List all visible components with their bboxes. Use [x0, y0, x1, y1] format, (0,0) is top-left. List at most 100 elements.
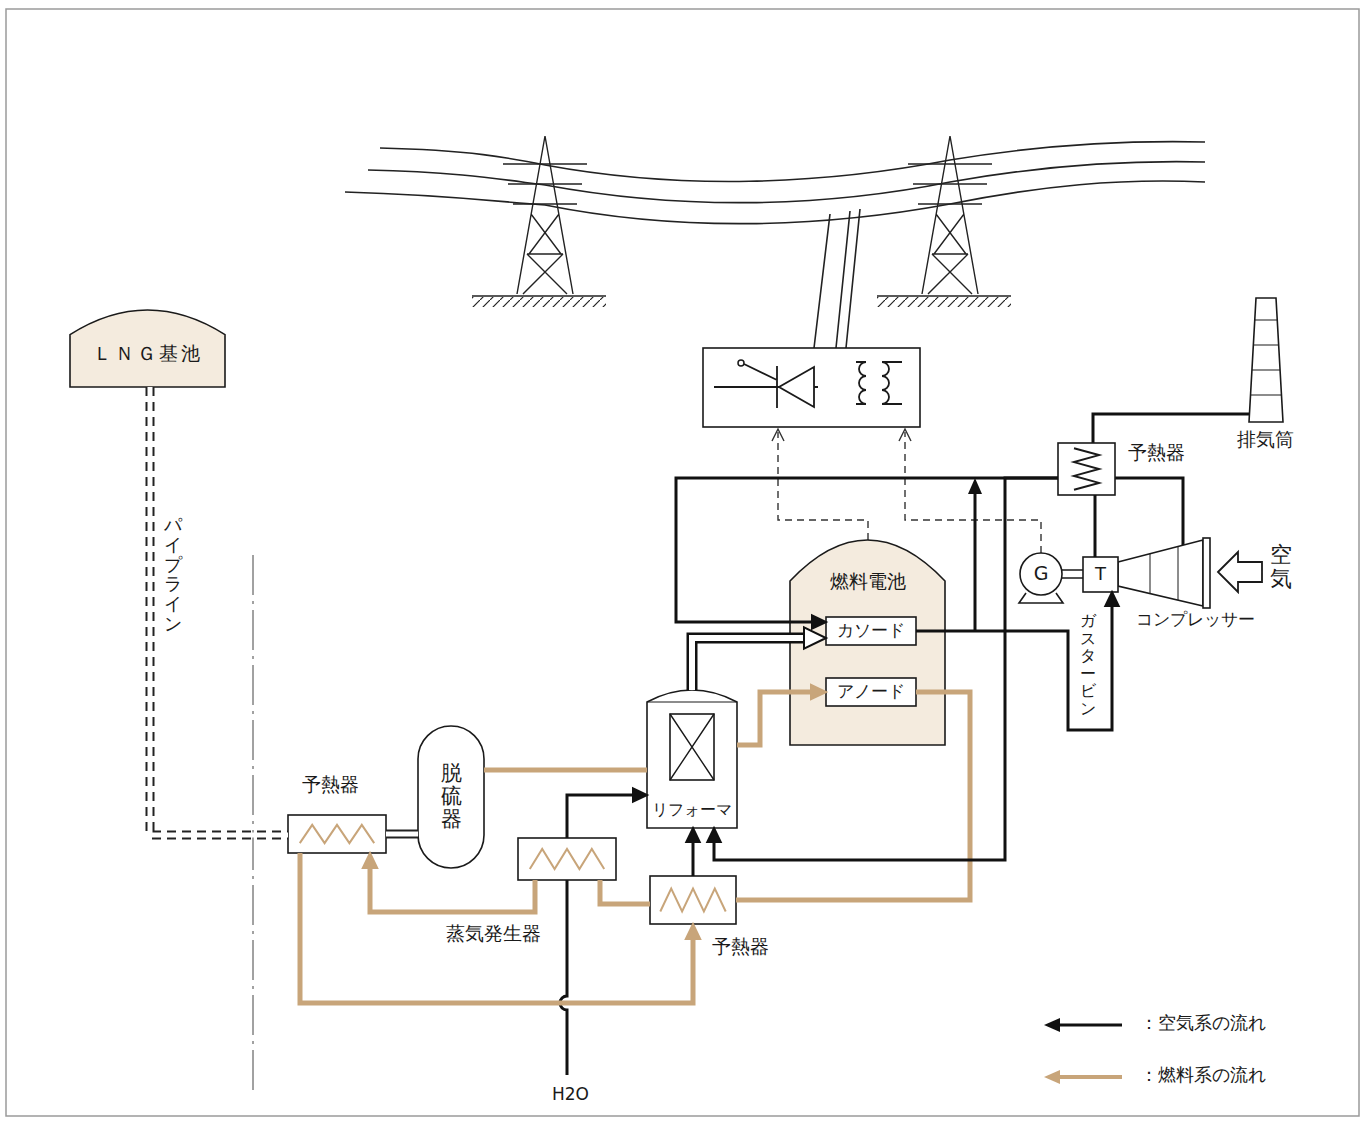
frame [6, 9, 1359, 1116]
reformer-outline [647, 690, 737, 828]
boundary-line [253, 555, 254, 1092]
flow-line [692, 839, 695, 877]
feeder-line [814, 209, 860, 348]
generator-circle-outline [1020, 553, 1062, 595]
node-label: リフォーマ [652, 800, 732, 819]
pylon [472, 136, 606, 307]
flow-connector [600, 880, 650, 904]
anode-box: アノード [826, 678, 916, 706]
cathode-box: カソード [826, 617, 916, 645]
node-label: 脱硫器 [441, 762, 462, 831]
preheater-box-outline [288, 815, 386, 853]
heat-exchanger-coil [660, 889, 725, 912]
part-label: 空気 [1270, 543, 1292, 591]
flow-connector [916, 592, 1119, 730]
pylon [877, 136, 1011, 307]
flow-line [386, 830, 418, 839]
part-label: ガスタービン [1080, 612, 1096, 718]
preheater-box: 予熱器 [650, 876, 736, 924]
flow-line [150, 387, 288, 835]
preheater-box: 予熱器 [1058, 443, 1115, 495]
flow-line [567, 795, 637, 838]
flow-line [484, 768, 647, 773]
fuel-cell: 燃料電池カソードアノード [790, 540, 945, 745]
reformer-seam [647, 701, 737, 702]
turbine-box: T [1083, 557, 1118, 592]
preheater-box-outline [650, 876, 736, 924]
node-label: 予熱器 [712, 935, 769, 958]
preheater-box-outline [1058, 443, 1115, 495]
air-intake-arrow [1218, 552, 1262, 592]
arrow-head [707, 828, 720, 842]
arrow-head [686, 924, 700, 939]
legend-text: ：燃料系の流れ [1140, 1064, 1266, 1086]
flow-line [370, 864, 535, 912]
node-label: カソード [837, 620, 905, 640]
turbine-box-outline [1083, 557, 1118, 592]
flow-connector [300, 853, 700, 1003]
heat-exchanger-coil [530, 849, 604, 869]
preheater-box-outline [650, 876, 736, 924]
flow-connector [1095, 495, 1096, 557]
preheater-box: 予熱器 [288, 815, 386, 853]
flow-line [714, 478, 1058, 860]
fuel-cell-outline [790, 540, 945, 745]
node-label: 蒸気発生器 [446, 922, 541, 945]
node-label: ＬＮＧ基池 [93, 342, 203, 365]
flow-connector [484, 770, 647, 771]
legend-sample [1044, 1018, 1122, 1084]
flow-connector [567, 788, 647, 838]
heat-exchanger-coil [300, 825, 374, 843]
signal-line [778, 432, 1041, 553]
node-label: アノード [837, 681, 905, 701]
lng-tank: ＬＮＧ基池 [70, 310, 225, 387]
flow-connector [386, 834, 418, 835]
legend-text: ：空気系の流れ [1140, 1012, 1266, 1034]
flow-line [300, 853, 693, 1003]
arrow-head [1105, 592, 1118, 606]
flow-connector [707, 478, 1058, 860]
part-label: コンプレッサー [1136, 609, 1255, 629]
steam-generator-outline [518, 838, 616, 880]
signal-arrow [772, 429, 911, 441]
lng-tank-outline [70, 310, 225, 387]
preheater-box-outline [1058, 443, 1115, 495]
part-label: 排気筒 [1237, 428, 1294, 451]
flow-line [600, 880, 650, 904]
flow-line [386, 832, 418, 837]
anode-box-outline [826, 678, 916, 706]
arrow-head [686, 828, 699, 842]
arrow-head [633, 788, 647, 801]
catalyst-bed [670, 714, 714, 780]
edge-label: パイプライン [163, 515, 183, 634]
flow-line [150, 387, 288, 835]
node-label: 燃料電池 [830, 570, 906, 593]
flow-line [1094, 495, 1097, 557]
air-line [560, 414, 1252, 1075]
part-label: H2O [552, 1084, 589, 1104]
steam-generator-outline [518, 838, 616, 880]
arrow-head [968, 478, 982, 494]
heat-exchanger-coil [1074, 448, 1099, 490]
inverter-transformer [703, 348, 920, 427]
desulfurizer: 脱硫器 [418, 726, 484, 868]
arrow-head [363, 853, 377, 868]
compressor [1118, 538, 1210, 608]
node-label: 予熱器 [1128, 441, 1185, 464]
cathode-box-outline [826, 617, 916, 645]
power-line [345, 142, 1205, 224]
generator-circle: G [1020, 553, 1062, 595]
flow-connector [686, 828, 699, 876]
node-label: T [1095, 563, 1106, 585]
reformer: リフォーマ [647, 690, 737, 828]
node-label: G [1034, 562, 1049, 585]
desulfurizer-outline [418, 726, 484, 868]
catalyst-bed [670, 714, 714, 780]
preheater-box-outline [288, 815, 386, 853]
flow-connector [150, 387, 288, 835]
chimney [1249, 298, 1283, 422]
steam-generator: 蒸気発生器 [518, 838, 616, 880]
